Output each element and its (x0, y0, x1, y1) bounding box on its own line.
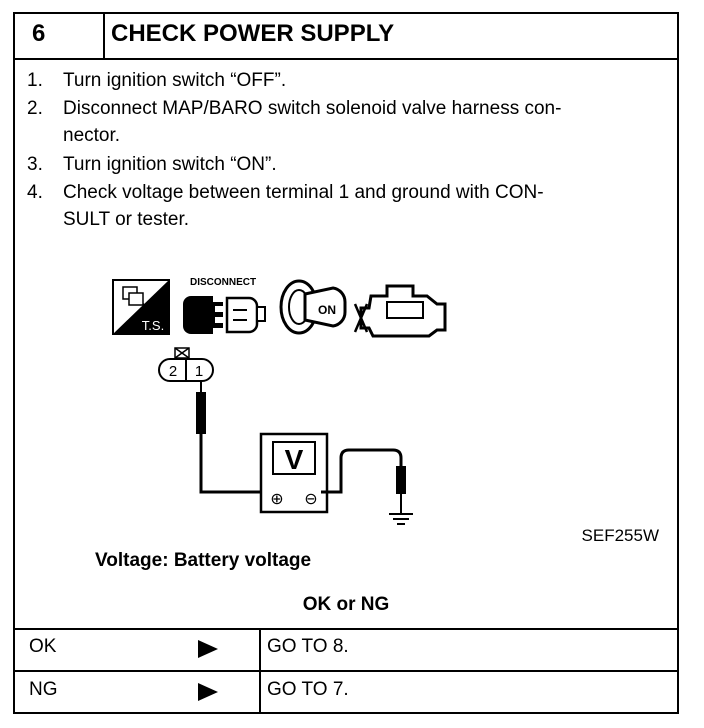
voltmeter: V ⊕ ⊖ (259, 432, 329, 514)
positive-probe (196, 381, 263, 494)
judgement-header: OK or NG (302, 594, 390, 615)
tester-icon: T.S. (112, 279, 170, 335)
engine-icon (353, 284, 447, 338)
specification: Voltage: Battery voltage (95, 550, 312, 571)
procedure-number: 4. (27, 182, 43, 203)
procedure-item-2: 2. Disconnect MAP/BARO switch solenoid va… (27, 95, 561, 122)
voltmeter-symbol: V (285, 444, 304, 475)
ignition-key-label: ON (318, 303, 336, 317)
connector-terminal-2: 2 (169, 363, 177, 380)
procedure-number: 1. (27, 70, 43, 91)
procedure-item-2-continued: nector. (63, 125, 121, 146)
procedure-item-4: 4. Check voltage between terminal 1 and g… (27, 179, 544, 206)
arrow-right-icon (198, 683, 218, 701)
result-label: OK (29, 636, 57, 657)
result-action: GO TO 8. (267, 636, 349, 657)
voltage-check-diagram: T.S. DISCONNECT ON (112, 277, 447, 525)
disconnect-icon: DISCONNECT (183, 277, 266, 334)
header-bottom-rule (15, 58, 677, 60)
procedure-number: 2. (27, 98, 43, 119)
negative-probe (321, 448, 406, 514)
harness-connector: 2 1 (158, 347, 214, 382)
ground-icon (389, 513, 413, 525)
procedure-text: Check voltage between terminal 1 and gro… (63, 182, 544, 203)
procedure-item-1: 1. Turn ignition switch “OFF”. (27, 67, 286, 94)
voltmeter-minus-terminal: ⊖ (304, 489, 317, 508)
header-divider (103, 14, 105, 58)
procedure-text: Turn ignition switch “ON”. (63, 154, 277, 175)
results-row-rule (15, 670, 677, 672)
voltmeter-plus-terminal: ⊕ (270, 489, 283, 508)
procedure-text: Disconnect MAP/BARO switch solenoid valv… (63, 98, 562, 119)
connector-terminal-1: 1 (195, 363, 203, 380)
procedure-number: 3. (27, 154, 43, 175)
result-action: GO TO 7. (267, 679, 349, 700)
procedure-text: Turn ignition switch “OFF”. (63, 70, 287, 91)
inspection-step-sheet: 6 CHECK POWER SUPPLY 1. Turn ignition swi… (13, 12, 679, 714)
tester-icon-label: T.S. (142, 318, 164, 333)
disconnect-icon-label: DISCONNECT (190, 277, 256, 288)
procedure-item-4-continued: SULT or tester. (63, 209, 190, 230)
ignition-key-on-icon: ON (279, 279, 347, 335)
procedure-item-3: 3. Turn ignition switch “ON”. (27, 151, 277, 178)
step-number: 6 (32, 20, 46, 47)
arrow-right-icon (198, 640, 218, 658)
results-top-rule (15, 628, 677, 630)
figure-code: SEF255W (581, 526, 659, 545)
result-label: NG (29, 679, 58, 700)
step-title: CHECK POWER SUPPLY (111, 20, 395, 47)
